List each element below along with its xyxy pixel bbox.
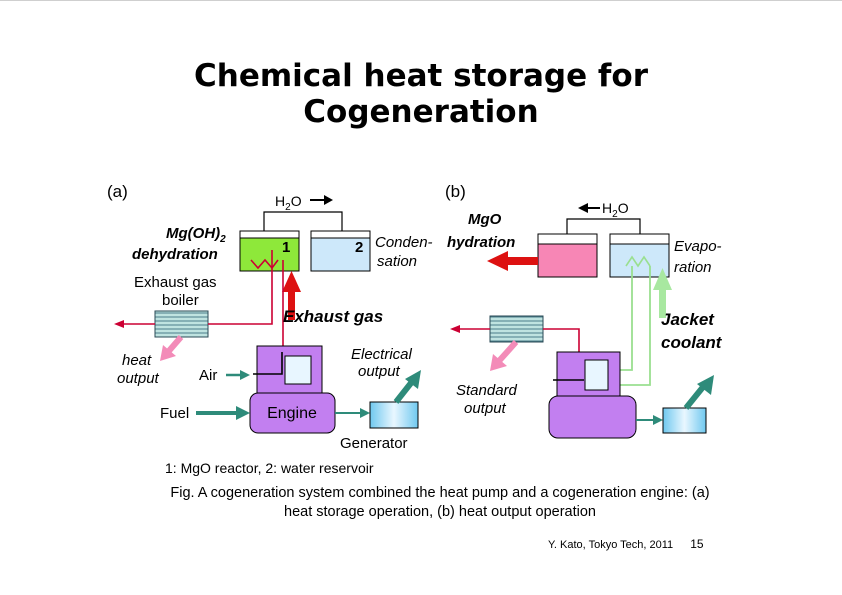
page-title: Chemical heat storage for Cogeneration — [0, 58, 842, 130]
air-arrow — [226, 370, 250, 380]
panel-a: (a) H2O 1 2 Mg(OH)2 dehydration Conden- … — [107, 182, 433, 452]
condensation-label-line1: Conden- — [375, 234, 433, 251]
generator-b-box — [662, 407, 707, 434]
standard-output-label-line1: Standard — [456, 382, 518, 399]
diagram-legend: 1: MgO reactor, 2: water reservoir — [165, 460, 374, 476]
jacket-coolant-arrow — [653, 268, 672, 318]
engine-b-to-generator-arrow — [636, 415, 663, 425]
evaporator-coil-icon — [625, 255, 651, 268]
caption-line-2: heat storage operation, (b) heat output … — [284, 504, 596, 520]
evaporator-b — [609, 233, 670, 278]
panel-a-heat-pipe — [114, 250, 273, 328]
panel-b-h2o-label: H2O — [602, 200, 629, 220]
panel-a-h2o-label: H2O — [275, 193, 302, 213]
panel-a-vapour-line — [263, 211, 343, 232]
left-arrow-icon — [578, 203, 600, 213]
heat-output-arrow — [160, 335, 184, 361]
electrical-output-b-arrow — [683, 375, 714, 410]
panel-b-label: (b) — [445, 182, 466, 201]
water-reservoir-2 — [310, 230, 371, 272]
dehydration-label-line2: dehydration — [132, 246, 218, 263]
boiler-label-line2: boiler — [162, 292, 199, 309]
air-label: Air — [199, 367, 217, 384]
air-intake-line — [253, 352, 283, 375]
heat-release-arrow — [487, 251, 538, 271]
generator-box — [369, 401, 419, 429]
panel-b-boiler — [489, 315, 544, 343]
reactor-number-1: 1 — [282, 239, 290, 256]
jacket-coolant-label-line1: Jacket — [661, 310, 715, 329]
panel-a-label: (a) — [107, 182, 128, 201]
evaporation-label-line2: ration — [674, 259, 712, 276]
boiler-label-line1: Exhaust gas — [134, 274, 217, 291]
hydration-label-line2: hydration — [447, 234, 515, 251]
evaporation-label-line1: Evapo- — [674, 238, 722, 255]
title-line-1: Chemical heat storage for — [194, 58, 648, 94]
electrical-output-line2: output — [358, 363, 401, 380]
panel-b: (b) H2O MgO hydration Evapo- ration — [445, 182, 723, 439]
panel-b-heat-pipe — [450, 325, 580, 352]
exhaust-gas-boiler — [154, 310, 209, 338]
engine-to-generator-arrow — [335, 408, 370, 418]
condensation-label-line2: sation — [377, 253, 417, 270]
reservoir-number-2: 2 — [355, 239, 363, 256]
electrical-output-arrow — [393, 370, 421, 404]
slide-footer: Y. Kato, Tokyo Tech, 2011 15 — [548, 537, 704, 551]
standard-output-arrow — [490, 339, 519, 371]
fuel-label: Fuel — [160, 405, 189, 422]
generator-label: Generator — [340, 435, 408, 452]
top-border — [0, 0, 842, 1]
panel-b-vapour-line — [566, 218, 641, 235]
exhaust-gas-arrow — [282, 271, 301, 320]
heat-exchanger-coil-icon — [250, 258, 279, 270]
heat-output-label-line1: heat — [122, 352, 152, 369]
footer-credit: Y. Kato, Tokyo Tech, 2011 — [548, 539, 674, 551]
title-line-2: Cogeneration — [303, 94, 539, 130]
dehydration-label-line1: Mg(OH)2 — [166, 225, 226, 245]
engine-window — [284, 355, 312, 385]
figure-caption: Fig. A cogeneration system combined the … — [120, 484, 760, 522]
engine-b-block — [548, 395, 637, 439]
hydration-label-line1: MgO — [468, 211, 502, 228]
exhaust-gas-label: Exhaust gas — [283, 307, 383, 326]
heat-output-label-line2: output — [117, 370, 160, 387]
electrical-output-line1: Electrical — [351, 346, 413, 363]
standard-output-label-line2: output — [464, 400, 507, 417]
jacket-coolant-label-line2: coolant — [661, 333, 723, 352]
page-number: 15 — [690, 537, 704, 551]
fuel-arrow — [196, 406, 250, 420]
caption-line-1: Fig. A cogeneration system combined the … — [170, 485, 710, 501]
right-arrow-icon — [310, 195, 333, 205]
mgo-reactor-b — [537, 233, 598, 278]
engine-label: Engine — [267, 405, 317, 422]
engine-b-window — [584, 359, 609, 391]
